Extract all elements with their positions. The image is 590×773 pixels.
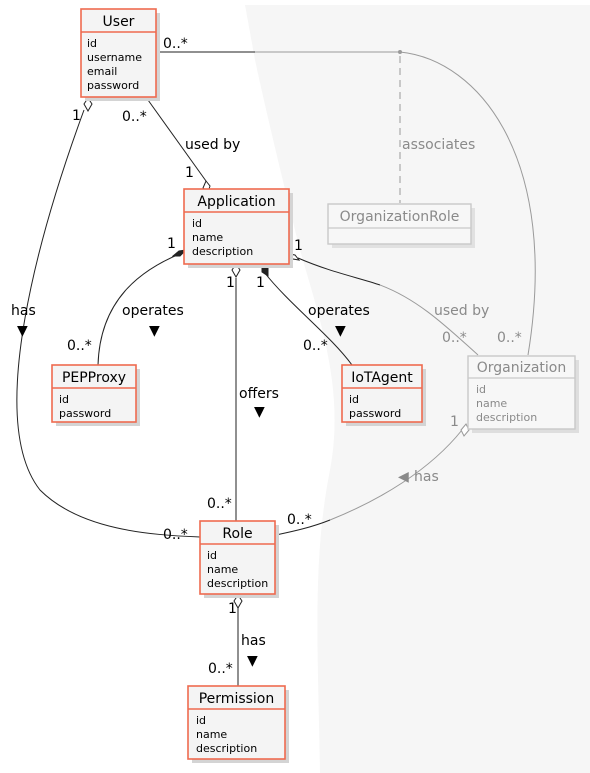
mult-user-org-user: 0..* xyxy=(163,36,188,52)
class-organization-attr: id xyxy=(476,383,486,396)
class-role-name: Role xyxy=(222,526,252,542)
class-role[interactable]: Role id name description xyxy=(199,520,279,598)
mult-app-role-role: 0..* xyxy=(207,496,232,512)
mult-app-iot-app: 1 xyxy=(256,275,265,291)
composition-diamond-pep xyxy=(171,249,188,257)
mult-app-org-app: 1 xyxy=(294,238,303,254)
class-application-name: Application xyxy=(197,194,275,210)
assoc-to-org-line xyxy=(399,51,536,356)
mult-user-role-role: 0..* xyxy=(163,527,188,543)
label-has-org-role: has xyxy=(414,469,439,485)
arrow-offers: ▼ xyxy=(254,404,265,420)
class-user-attr: password xyxy=(87,79,139,92)
mult-app-pep-app: 1 xyxy=(167,236,176,252)
mult-app-pep-pep: 0..* xyxy=(67,338,92,354)
label-has-user-role: has xyxy=(11,303,36,319)
mult-role-perm-perm: 0..* xyxy=(208,661,233,677)
class-organization-name: Organization xyxy=(477,360,567,376)
class-user-attr: id xyxy=(87,37,97,50)
class-application-attr: description xyxy=(192,245,253,258)
class-pep-proxy-attr: id xyxy=(59,393,69,406)
class-organization[interactable]: Organization id name description xyxy=(467,355,579,433)
label-operates-pep: operates xyxy=(122,303,184,319)
mult-role-perm-role: 1 xyxy=(228,601,237,617)
aggregation-diamond-perm xyxy=(233,594,243,610)
class-role-attr: name xyxy=(207,563,238,576)
app-org-line-faded xyxy=(379,284,479,356)
label-used-by-org: used by xyxy=(434,303,489,319)
class-pep-proxy-name: PEPProxy xyxy=(62,370,126,386)
org-role-line-solid xyxy=(275,519,331,536)
class-user-name: User xyxy=(103,14,135,30)
class-permission-attr: description xyxy=(196,742,257,755)
class-permission-attr: id xyxy=(196,714,206,727)
class-iot-agent-name: IoTAgent xyxy=(351,370,413,386)
class-organization-role-name: OrganizationRole xyxy=(340,209,460,225)
class-iot-agent-attr: password xyxy=(349,407,401,420)
label-offers: offers xyxy=(239,386,279,402)
mult-app-org-org: 0..* xyxy=(442,330,467,346)
app-org-line-solid xyxy=(297,257,381,286)
mult-org-role-role: 0..* xyxy=(287,512,312,528)
class-user[interactable]: User id username email password xyxy=(80,8,160,101)
arrow-has-user-role: ▼ xyxy=(17,323,28,339)
mult-user-app-user: 0..* xyxy=(122,109,147,125)
class-iot-agent-attr: id xyxy=(349,393,359,406)
arrow-has-role-perm: ▼ xyxy=(247,653,258,669)
arrow-operates-pep: ▼ xyxy=(149,323,160,339)
label-used-by: used by xyxy=(185,137,240,153)
class-application-attr: id xyxy=(192,217,202,230)
label-has-role-perm: has xyxy=(241,633,266,649)
class-permission-attr: name xyxy=(196,728,227,741)
mult-user-org-org: 0..* xyxy=(497,330,522,346)
class-role-attr: id xyxy=(207,549,217,562)
mult-app-role-app: 1 xyxy=(226,275,235,291)
class-iot-agent[interactable]: IoTAgent id password xyxy=(341,364,426,426)
class-application[interactable]: Application id name description xyxy=(183,188,293,268)
class-user-attr: email xyxy=(87,65,117,78)
class-organization-attr: name xyxy=(476,397,507,410)
class-permission[interactable]: Permission id name description xyxy=(187,685,289,763)
class-organization-attr: description xyxy=(476,411,537,424)
org-role-line-faded xyxy=(329,429,463,521)
aggregation-diamond-user xyxy=(83,97,93,113)
class-role-attr: description xyxy=(207,577,268,590)
app-iot-line xyxy=(263,271,353,366)
arrow-has-org-role: ◀ xyxy=(398,469,409,485)
class-permission-name: Permission xyxy=(199,691,275,707)
user-application-line xyxy=(147,99,207,182)
mult-app-iot-iot: 0..* xyxy=(303,338,328,354)
class-user-attr: username xyxy=(87,51,142,64)
user-role-line xyxy=(16,109,201,538)
class-pep-proxy-attr: password xyxy=(59,407,111,420)
mult-user-app-app: 1 xyxy=(185,165,194,181)
class-pep-proxy[interactable]: PEPProxy id password xyxy=(51,364,140,426)
class-application-attr: name xyxy=(192,231,223,244)
mult-org-role-org: 1 xyxy=(450,414,459,430)
label-associates: associates xyxy=(402,137,475,153)
class-organization-role[interactable]: OrganizationRole xyxy=(327,203,475,248)
arrow-operates-iot: ▼ xyxy=(335,323,346,339)
mult-user-role-user: 1 xyxy=(72,108,81,124)
app-pep-line xyxy=(97,252,183,366)
label-operates-iot: operates xyxy=(308,303,370,319)
